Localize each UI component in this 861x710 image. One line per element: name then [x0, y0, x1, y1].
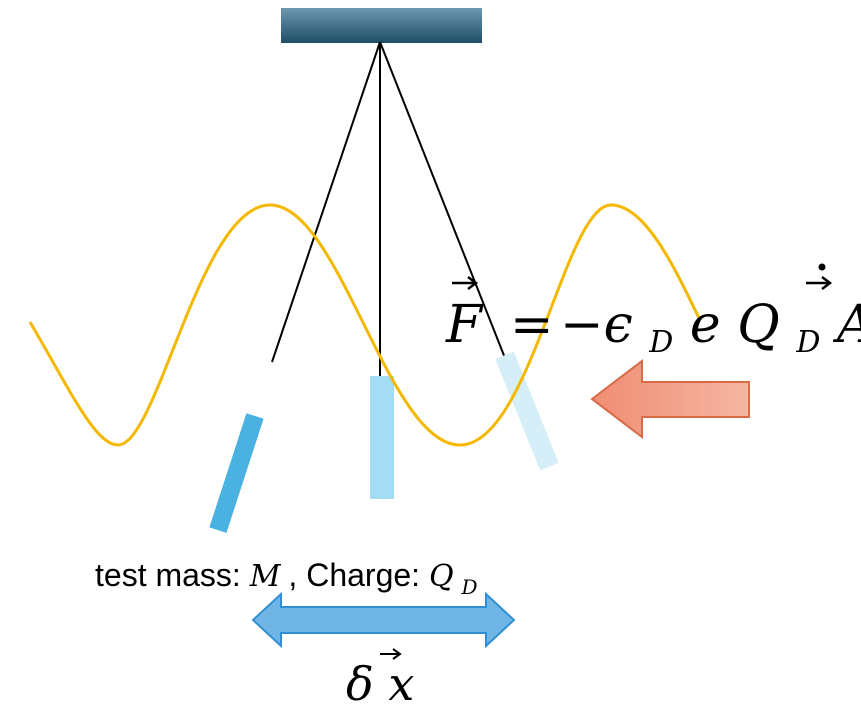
force-symbol: F: [445, 295, 484, 355]
charge-e: e: [690, 295, 721, 355]
string-left: [271, 41, 381, 363]
force-arrow-icon: [590, 358, 750, 440]
ceiling-support: [281, 8, 482, 43]
caption-charge-subscript: D: [461, 575, 478, 599]
displacement-arrow-icon: [251, 591, 516, 649]
displacement-x: x: [388, 657, 414, 710]
dark-photon-wave: [28, 203, 702, 447]
epsilon-term: −ϵ: [560, 295, 633, 355]
pendulum-strings: [271, 41, 506, 378]
test-mass-center: [370, 376, 394, 499]
caption-charge-prefix: , Charge:: [288, 557, 429, 593]
vector-potential-A: A: [833, 295, 861, 355]
equals-sign: =: [510, 295, 554, 355]
caption-charge-symbol: Q: [429, 559, 454, 594]
displacement-label: δ x: [346, 657, 414, 710]
epsilon-subscript: D: [648, 325, 673, 360]
force-equation: F = −ϵ D e Q D A: [445, 263, 861, 365]
test-mass-left: [209, 413, 264, 533]
force-vector-arrow: [452, 276, 479, 290]
displacement-delta: δ: [346, 657, 374, 710]
svg-text:F = −ϵ D: F = −ϵ D e Q D A: [445, 295, 861, 365]
dark-charge-subscript: D: [795, 325, 820, 360]
vector-potential-arrow: [806, 276, 833, 290]
displacement-vector-arrow: [380, 648, 402, 660]
dark-charge-Q: Q: [737, 295, 780, 355]
caption-mass-symbol: M: [249, 559, 282, 594]
caption-mass-prefix: test mass:: [95, 557, 250, 593]
string-right: [379, 41, 506, 359]
test-mass-caption: test mass: M , Charge: Q D: [95, 557, 478, 599]
time-derivative-dot: [818, 263, 826, 271]
test-mass-right: [495, 351, 559, 471]
